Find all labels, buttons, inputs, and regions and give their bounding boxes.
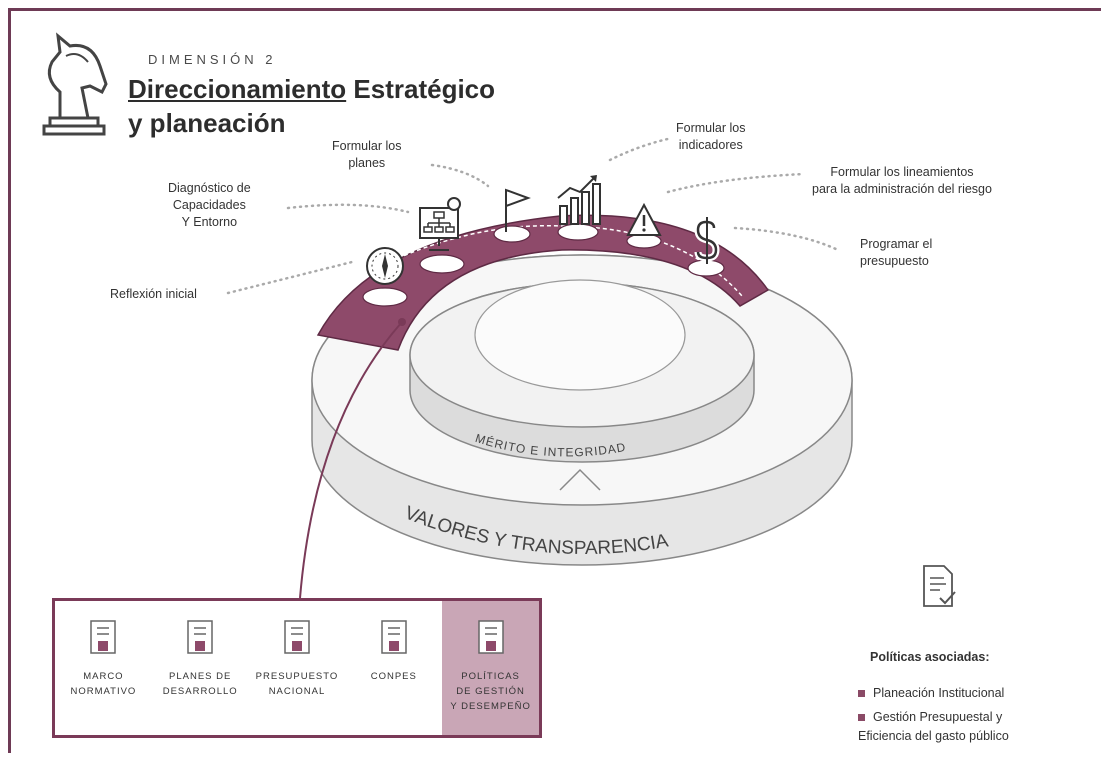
instrument-label: CONPES — [370, 671, 417, 682]
document-icon — [187, 620, 213, 654]
document-check-icon — [923, 565, 956, 607]
document-icon — [90, 620, 117, 654]
compass-icon — [366, 247, 404, 285]
page-title: Direccionamiento Estratégico y planeació… — [128, 72, 495, 140]
warning-icon — [626, 202, 662, 236]
page-frame — [8, 8, 1101, 753]
title-underlined: Direccionamiento — [128, 74, 347, 104]
bullet-square — [858, 714, 865, 722]
dimension-label: DIMENSIÓN 2 — [148, 52, 277, 67]
instrument-item: CONPES — [345, 601, 442, 735]
growth-chart-icon — [557, 175, 601, 225]
chess-knight-icon — [42, 32, 108, 136]
policy-item: Planeación Institucional — [858, 684, 1004, 703]
document-icon — [284, 620, 310, 654]
bullet-square — [858, 690, 865, 698]
document-icon — [477, 620, 504, 654]
dollar-icon — [694, 217, 720, 264]
step-label-reflexion: Reflexión inicial — [110, 287, 197, 301]
org-chart-icon — [419, 197, 461, 251]
flag-icon — [505, 188, 531, 232]
title-line2: y planeación — [128, 108, 286, 138]
document-icon — [381, 620, 407, 654]
policies-title: Políticas asociadas: — [870, 650, 990, 664]
title-rest: Estratégico — [353, 74, 496, 104]
